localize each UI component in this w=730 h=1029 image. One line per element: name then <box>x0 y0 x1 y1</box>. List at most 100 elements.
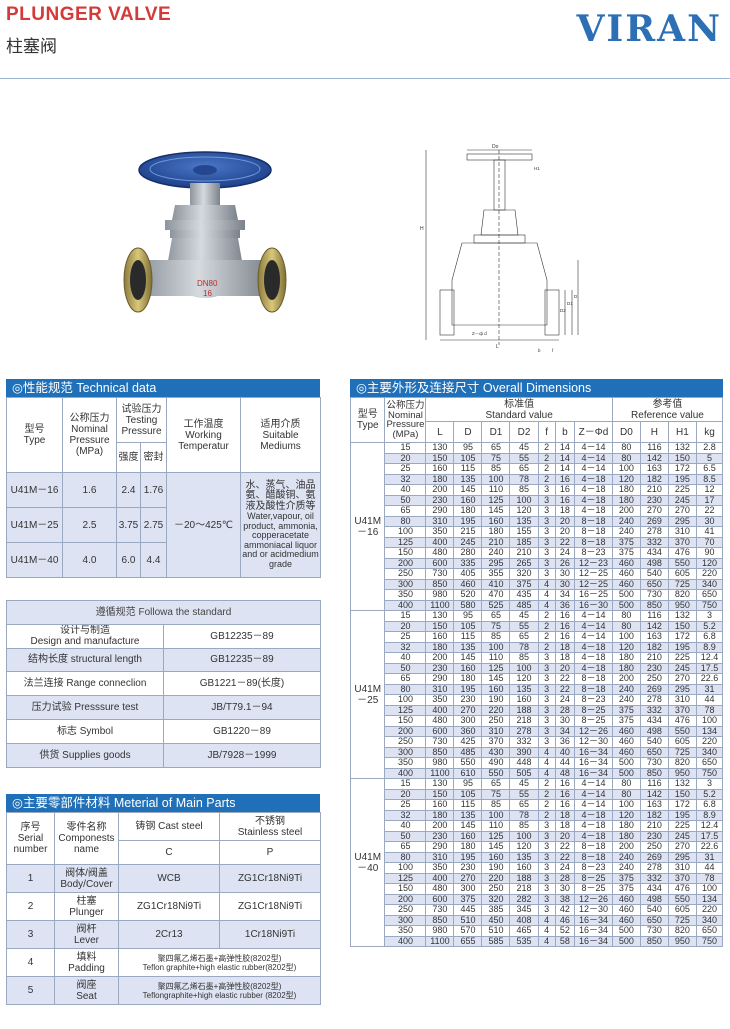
dim-cell: 180 <box>611 662 641 674</box>
dim-cell: 80 <box>384 851 427 863</box>
tech-temperature: －20～425℃ <box>166 472 242 578</box>
dim-cell: 150 <box>425 452 455 464</box>
dim-cell: 195 <box>453 515 483 527</box>
dim-cell: 550 <box>481 767 511 779</box>
dim-cell: 180 <box>453 841 483 853</box>
dim-cell: 485 <box>509 599 539 611</box>
dim-cell: 145 <box>453 484 483 496</box>
dim-cell: 8－18 <box>574 683 613 695</box>
dim-cell: 32 <box>384 641 427 653</box>
dim-cell: 280 <box>453 547 483 559</box>
dim-cell: 500 <box>611 935 641 947</box>
dim-cell: 31 <box>695 683 724 695</box>
dim-cell: 160 <box>481 515 511 527</box>
dim-cell: 3 <box>537 662 556 674</box>
dim-cell: 300 <box>453 883 483 895</box>
dim-cell: 725 <box>667 578 697 590</box>
dim-cell: 605 <box>667 568 697 580</box>
dim-cell: 135 <box>509 515 539 527</box>
standard-value: JB/7928－1999 <box>163 742 321 768</box>
dim-cell: 650 <box>695 589 724 601</box>
col-suitable-media: 适用介质 Suitable Mediums <box>240 397 322 473</box>
dim-cell: 270 <box>667 505 697 517</box>
dim-cell: 52 <box>554 925 576 937</box>
dim-cell: 730 <box>639 757 669 769</box>
dim-cell: 85 <box>509 820 539 832</box>
standard-label: 标志 Symbol <box>6 718 164 744</box>
dim-cell: 160 <box>425 463 455 475</box>
dim-cell: 25 <box>384 799 427 811</box>
dim-cell: 448 <box>509 757 539 769</box>
dim-cell: 245 <box>667 662 697 674</box>
dim-cell: 120 <box>611 473 641 485</box>
dim-cell: 3 <box>537 893 556 905</box>
dim-d: D <box>574 294 578 299</box>
dim-cell: 332 <box>509 736 539 748</box>
dim-cell: 230 <box>453 862 483 874</box>
tech-type: U41M－40 <box>6 542 63 578</box>
dim-col-d2: D2 <box>509 421 539 443</box>
dim-cell: 460 <box>611 578 641 590</box>
dim-cell: 135 <box>509 683 539 695</box>
dim-cell: 3 <box>537 904 556 916</box>
dim-cell: 2 <box>537 641 556 653</box>
dim-cell: 134 <box>695 725 724 737</box>
dim-cell: 8－23 <box>574 547 613 559</box>
dim-cell: 30 <box>554 578 576 590</box>
dim-cell: 105 <box>453 452 483 464</box>
standard-section: 遵循规范 Followa the standard 设计与制造 Design a… <box>6 600 321 768</box>
dim-cell: 290 <box>425 841 455 853</box>
dim-cell: 360 <box>453 725 483 737</box>
col-working-temp: 工作温度 Working Temperatur <box>166 397 242 473</box>
mat-stainless: ZG1Cr18Ni9Ti <box>219 864 321 893</box>
dim-cell: 32 <box>384 473 427 485</box>
dim-cell: 655 <box>453 935 483 947</box>
dim-cell: 218 <box>509 883 539 895</box>
dim-cell: 335 <box>453 557 483 569</box>
mat-no: 1 <box>6 864 55 893</box>
dim-cell: 163 <box>639 799 669 811</box>
col-serial: 序号 Serial number <box>6 812 55 865</box>
dim-cell: 100 <box>509 662 539 674</box>
dim-cell: 240 <box>611 683 641 695</box>
dim-cell: 160 <box>481 851 511 863</box>
dim-cell: 41 <box>695 526 724 538</box>
dim-cell: 400 <box>425 872 455 884</box>
dim-cell: 120 <box>509 505 539 517</box>
dim-cell: 340 <box>695 914 724 926</box>
dim-cell: 14 <box>554 442 576 454</box>
dim-cell: 290 <box>425 505 455 517</box>
dim-cell: 245 <box>667 830 697 842</box>
dim-h1: H1 <box>534 166 540 171</box>
dim-cell: 445 <box>453 904 483 916</box>
dim-cell: 230 <box>639 830 669 842</box>
dim-cell: 20 <box>384 452 427 464</box>
col-stainless: 不锈钢 Stainless steel <box>219 812 321 841</box>
dim-cell: 3 <box>537 568 556 580</box>
dim-cell: 600 <box>425 893 455 905</box>
dim-cell: 180 <box>481 526 511 538</box>
dim-cell: 4－18 <box>574 505 613 517</box>
dim-cell: 278 <box>639 694 669 706</box>
dim-cell: 80 <box>611 778 641 790</box>
technical-data-title: ◎性能规范 Technical data <box>6 379 320 397</box>
standard-value: GB12235－89 <box>163 647 321 673</box>
dim-cell: 4 <box>537 935 556 947</box>
standard-value: GB1220－89 <box>163 718 321 744</box>
dim-cell: 90 <box>695 547 724 559</box>
dim-cell: 180 <box>425 641 455 653</box>
dim-cell: 2 <box>537 778 556 790</box>
dim-cell: 300 <box>384 578 427 590</box>
dim-cell: 550 <box>667 725 697 737</box>
tech-pressure: 1.6 <box>62 472 117 508</box>
dim-cell: 34 <box>554 725 576 737</box>
dim-cell: 14 <box>554 463 576 475</box>
dim-cell: 225 <box>667 652 697 664</box>
dim-cell: 20 <box>384 788 427 800</box>
dim-cell: 750 <box>695 767 724 779</box>
